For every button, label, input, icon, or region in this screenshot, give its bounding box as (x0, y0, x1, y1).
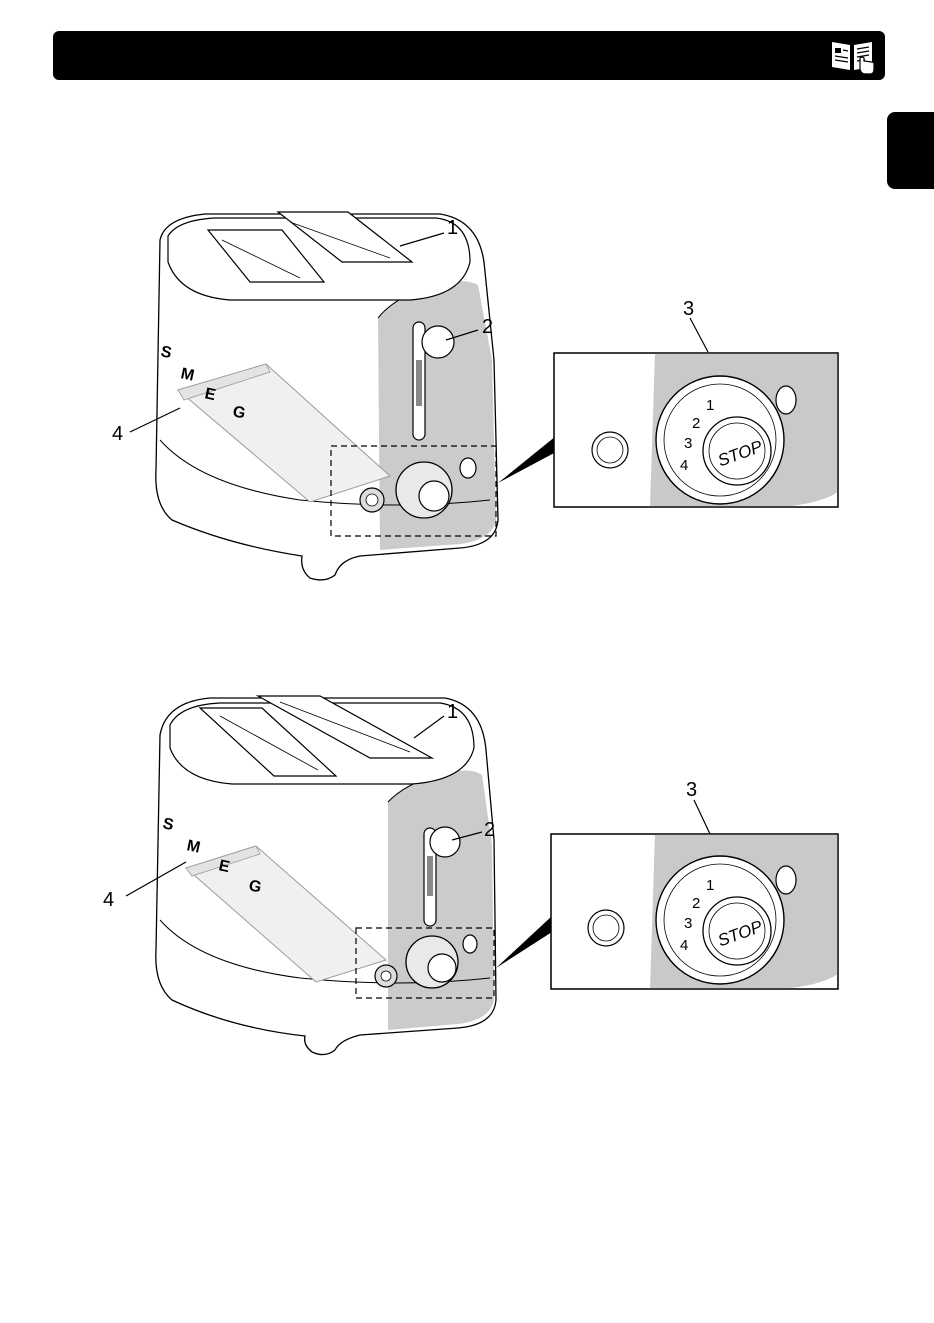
callout-4: 4 (112, 423, 123, 445)
open-manual-with-hand-icon (829, 36, 875, 76)
dial-scale-4: 4 (680, 937, 688, 954)
dial-scale-1: 1 (706, 397, 714, 414)
callout-1: 1 (447, 217, 458, 239)
callout-3: 3 (683, 298, 694, 320)
toaster-illustration: S M E G 4 3 2 1 STOP 1 2 3 4 (0, 685, 934, 1065)
toaster-illustration: S M E G 4 3 2 1 STOP 1 2 3 4 (0, 200, 934, 590)
header-bar (53, 31, 885, 80)
dial-scale-4: 4 (680, 457, 688, 474)
callout-2: 2 (484, 819, 495, 841)
figure-toaster-1: S M E G 4 3 2 1 STOP 1 2 3 4 (0, 200, 934, 590)
dial-scale-2: 2 (692, 895, 700, 912)
language-tab (887, 112, 934, 189)
callout-2: 2 (482, 316, 493, 338)
dial-scale-3: 3 (684, 435, 692, 452)
dial-scale-3: 3 (684, 915, 692, 932)
callout-3: 3 (686, 779, 697, 801)
callout-4: 4 (103, 889, 114, 911)
dial-scale-2: 2 (692, 415, 700, 432)
callout-1: 1 (447, 701, 458, 723)
figure-toaster-2: S M E G 4 3 2 1 STOP 1 2 3 4 (0, 685, 934, 1065)
dial-scale-1: 1 (706, 877, 714, 894)
